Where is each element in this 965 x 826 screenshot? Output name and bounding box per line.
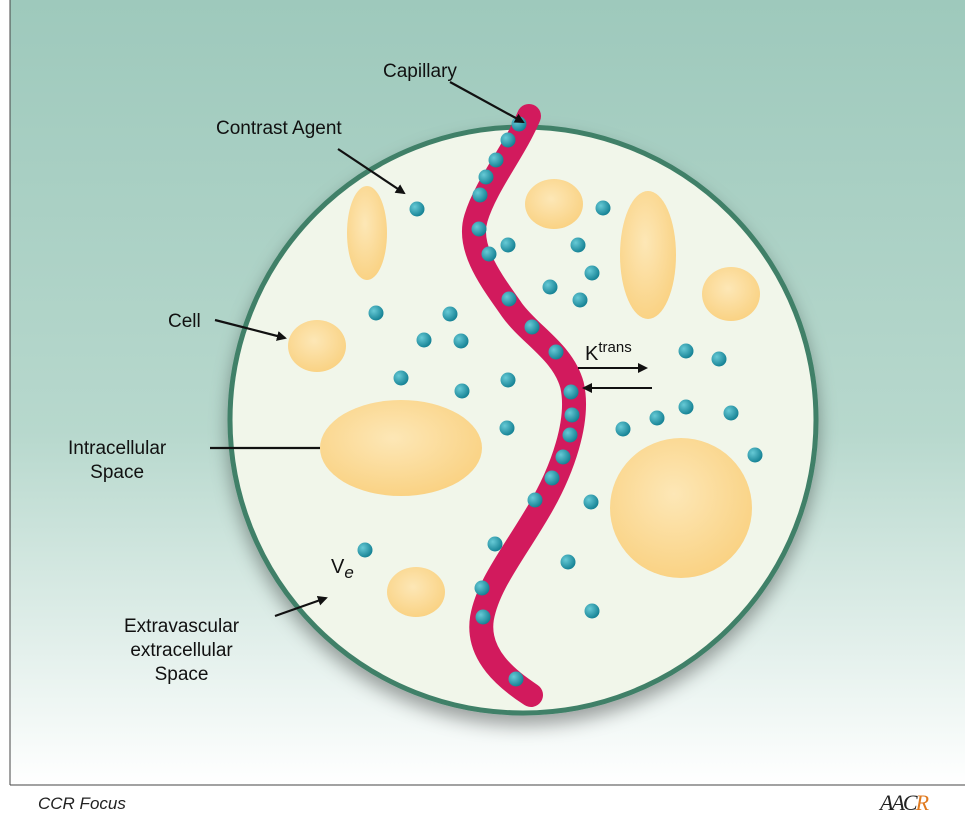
contrast-agent-particle <box>410 202 425 217</box>
contrast-agent-particle <box>500 421 515 436</box>
contrast-agent-particle <box>556 450 571 465</box>
contrast-agent-particle <box>563 428 578 443</box>
contrast-agent-particle <box>679 400 694 415</box>
cell <box>320 400 482 496</box>
ve-subscript: e <box>344 563 353 582</box>
contrast-agent-particle <box>472 222 487 237</box>
contrast-agent-particle <box>585 604 600 619</box>
footer-journal-name: CCR Focus <box>38 794 126 814</box>
contrast-agent-particle <box>482 247 497 262</box>
cell-label: Cell <box>168 310 201 334</box>
contrast-agent-particle <box>489 153 504 168</box>
contrast-agent-particle <box>417 333 432 348</box>
contrast-agent-particle <box>712 352 727 367</box>
ktrans-base: K <box>585 343 598 365</box>
contrast-agent-particle <box>573 293 588 308</box>
contrast-agent-particle <box>748 448 763 463</box>
contrast-agent-particle <box>454 334 469 349</box>
cell <box>288 320 346 372</box>
cell <box>610 438 752 578</box>
logo-r-text: R <box>916 790 927 815</box>
contrast-agent-particle <box>443 307 458 322</box>
logo-main-text: AAC <box>880 790 916 815</box>
tissue-circle <box>230 127 816 713</box>
contrast-agent-label: Contrast Agent <box>216 117 342 141</box>
contrast-agent-particle <box>473 188 488 203</box>
contrast-agent-particle <box>543 280 558 295</box>
contrast-agent-particle <box>564 385 579 400</box>
cell <box>347 186 387 280</box>
contrast-agent-particle <box>501 133 516 148</box>
capillary-label: Capillary <box>383 60 457 84</box>
contrast-agent-particle <box>455 384 470 399</box>
contrast-agent-particle <box>679 344 694 359</box>
contrast-agent-particle <box>565 408 580 423</box>
aacr-logo: AACR <box>880 790 927 816</box>
contrast-agent-particle <box>596 201 611 216</box>
contrast-agent-particle <box>525 320 540 335</box>
contrast-agent-particle <box>501 238 516 253</box>
ktrans-label: Ktrans <box>585 336 632 366</box>
contrast-agent-particle <box>502 292 517 307</box>
contrast-agent-particle <box>616 422 631 437</box>
contrast-agent-particle <box>394 371 409 386</box>
contrast-agent-particle <box>650 411 665 426</box>
contrast-agent-particle <box>475 581 490 596</box>
cell <box>702 267 760 321</box>
ve-label: Ve <box>331 555 354 585</box>
contrast-agent-particle <box>528 493 543 508</box>
cell <box>525 179 583 229</box>
contrast-agent-particle <box>584 495 599 510</box>
contrast-agent-particle <box>369 306 384 321</box>
intracellular-space-label: Intracellular Space <box>68 437 166 485</box>
contrast-agent-particle <box>476 610 491 625</box>
contrast-agent-particle <box>509 672 524 687</box>
contrast-agent-particle <box>501 373 516 388</box>
extravascular-space-label: Extravascular extracellular Space <box>124 615 239 687</box>
contrast-agent-particle <box>545 471 560 486</box>
contrast-agent-particle <box>479 170 494 185</box>
ktrans-superscript: trans <box>598 339 631 356</box>
contrast-agent-particle <box>488 537 503 552</box>
contrast-agent-particle <box>585 266 600 281</box>
contrast-agent-particle <box>549 345 564 360</box>
cell <box>620 191 676 319</box>
contrast-agent-particle <box>571 238 586 253</box>
contrast-agent-particle <box>561 555 576 570</box>
ve-base: V <box>331 556 344 578</box>
contrast-agent-particle <box>724 406 739 421</box>
contrast-agent-particle <box>358 543 373 558</box>
cell <box>387 567 445 617</box>
